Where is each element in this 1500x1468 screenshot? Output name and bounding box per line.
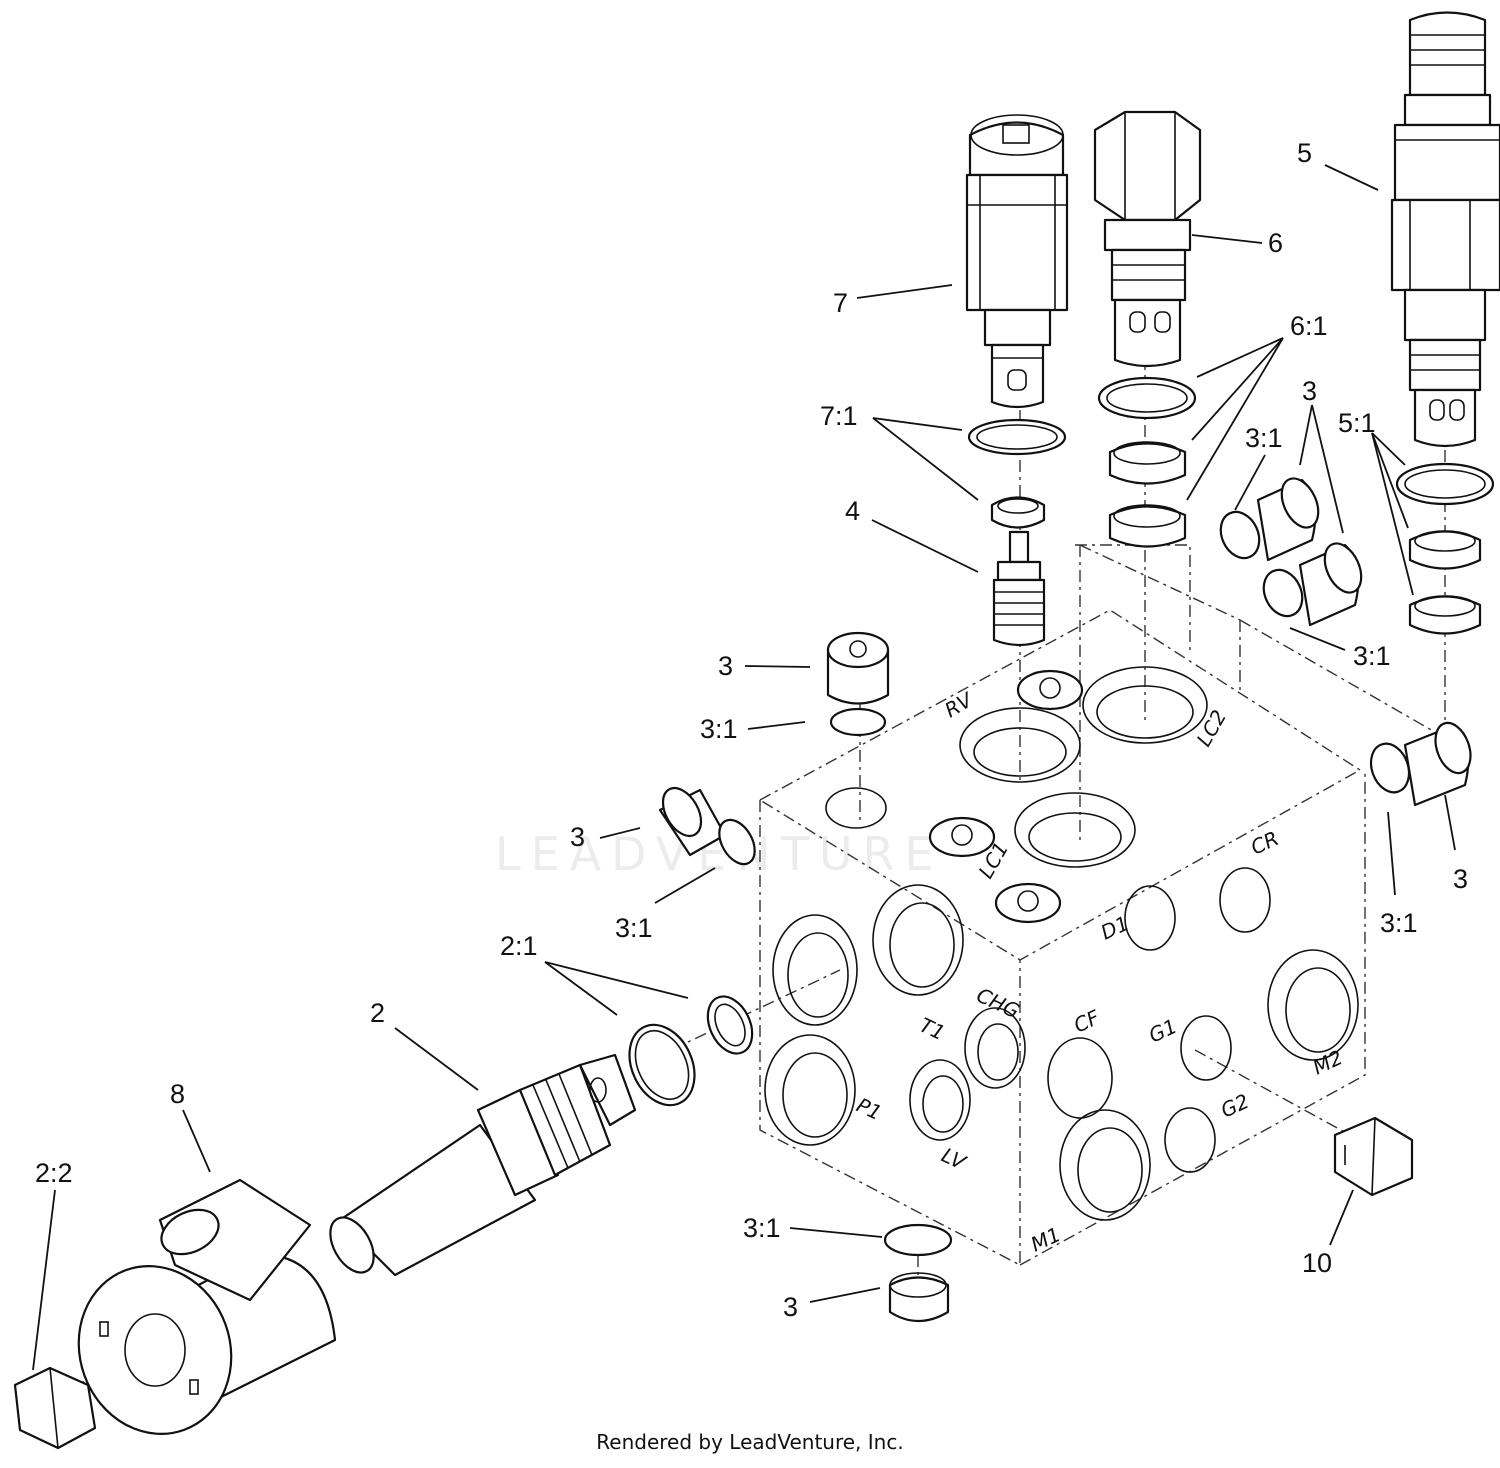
- callout-3-right: 3: [1453, 864, 1468, 894]
- port-plug-rv: [1016, 669, 1084, 711]
- part-6-1-seals: [1097, 376, 1197, 548]
- port-plug-lc1-a: [928, 816, 996, 858]
- callout-3-bottom: 3: [783, 1292, 798, 1322]
- callout-6-1: 6:1: [1290, 311, 1328, 341]
- callout-3-1-left: 3:1: [615, 913, 653, 943]
- callout-6: 6: [1268, 228, 1283, 258]
- callout-2-1: 2:1: [500, 931, 538, 961]
- port-plug-lc1-b: [994, 882, 1062, 924]
- port-label-cr: CR: [1247, 826, 1282, 860]
- part-7-relief-valve: [965, 114, 1069, 409]
- callout-8: 8: [170, 1079, 185, 1109]
- callout-3-1-right: 3:1: [1353, 641, 1391, 671]
- port-label-cf: CF: [1070, 1005, 1104, 1038]
- port-label-m1: M1: [1027, 1222, 1064, 1256]
- port-labels: RV LC2 LC1 D1 CR CHG T1 CF G1 M2 P1 LV G…: [853, 687, 1346, 1256]
- callout-3-1-rightside: 3:1: [1380, 908, 1418, 938]
- port-label-lv: LV: [938, 1143, 971, 1175]
- callout-3-topleft: 3: [718, 651, 733, 681]
- plug-right-side: [1369, 721, 1472, 807]
- part-7-1-seals: [967, 418, 1067, 529]
- port-label-t1: T1: [916, 1013, 949, 1045]
- part-6-cartridge: [1093, 110, 1202, 368]
- plug-upper-right-b: [1262, 542, 1363, 627]
- port-label-d1: D1: [1097, 911, 1133, 945]
- port-label-p1: P1: [853, 1093, 886, 1125]
- callout-3-1-bottom: 3:1: [743, 1213, 781, 1243]
- part-4-poppet: [992, 530, 1046, 647]
- callout-2-2: 2:2: [35, 1158, 73, 1188]
- callout-10: 10: [1302, 1248, 1332, 1278]
- footer-credit: Rendered by LeadVenture, Inc.: [596, 1430, 904, 1454]
- part-5-valve: [1390, 11, 1500, 448]
- port-label-rv: RV: [941, 687, 978, 722]
- callout-2: 2: [370, 998, 385, 1028]
- leader-lines: [32, 164, 1456, 1371]
- part-2-1-seals: [628, 995, 754, 1107]
- part-2-solenoid-cartridge: [329, 1053, 637, 1277]
- callout-7-1: 7:1: [820, 401, 858, 431]
- port-label-g2: G2: [1217, 1089, 1253, 1123]
- port-label-lc2: LC2: [1192, 706, 1232, 751]
- part-10-plug: [1333, 1116, 1414, 1197]
- callout-labels: 7 7:1 4 6 6:1 5 5:1 3 3:1 3:1 3 3:1 3 3:…: [35, 138, 1468, 1322]
- plug-left-side: [658, 787, 756, 866]
- plug-bottom: [883, 1223, 953, 1322]
- left-face-ports: [764, 884, 1026, 1146]
- callout-5: 5: [1297, 138, 1312, 168]
- callout-4: 4: [845, 496, 860, 526]
- port-label-m2: M2: [1309, 1045, 1346, 1079]
- part-2-2-nut: [13, 1366, 97, 1450]
- callout-3-1-topleft: 3:1: [700, 714, 738, 744]
- callout-3-1-upper: 3:1: [1245, 423, 1283, 453]
- port-label-g1: G1: [1145, 1014, 1181, 1048]
- plug-upper-right-a: [1219, 477, 1320, 562]
- part-5-1-seals: [1395, 462, 1495, 635]
- right-face-ports: [1047, 867, 1359, 1221]
- callout-3-left: 3: [570, 822, 585, 852]
- port-label-chg: CHG: [973, 983, 1023, 1024]
- callout-5-1: 5:1: [1338, 408, 1376, 438]
- part-8-coil: [77, 1178, 337, 1435]
- plug-top-left: [826, 631, 890, 737]
- callout-3-upper: 3: [1302, 376, 1317, 406]
- top-face-ports: [825, 666, 1208, 924]
- callout-7: 7: [833, 288, 848, 318]
